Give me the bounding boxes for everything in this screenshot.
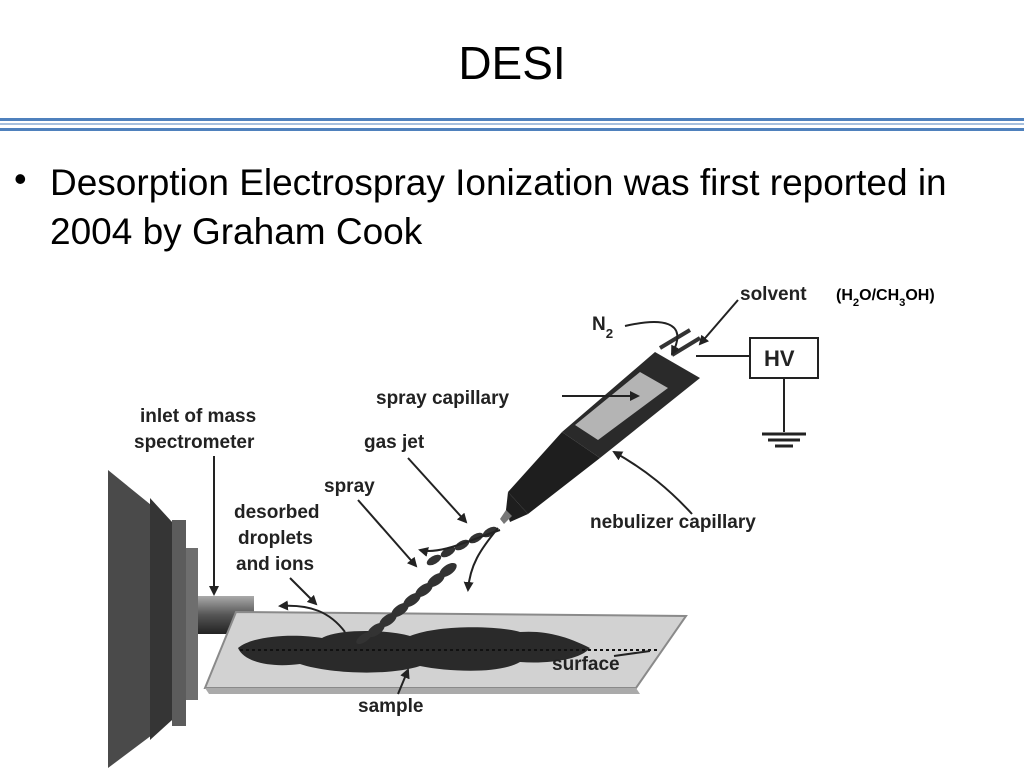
label-solvent-formula: (H2O/CH3OH)	[836, 287, 935, 309]
gas-jet-arrow	[407, 457, 468, 524]
label-spray: spray	[324, 476, 375, 497]
spray-capillary-assembly	[500, 328, 702, 524]
label-n2: N2	[592, 314, 613, 341]
desorbed-arrow	[289, 577, 318, 606]
label-surface: surface	[552, 654, 620, 675]
title-divider	[0, 118, 1024, 121]
label-spray-capillary: spray capillary	[376, 388, 510, 409]
solvent-arrow	[698, 299, 739, 346]
gas-jet-droplets	[426, 526, 498, 566]
label-nebulizer-capillary: nebulizer capillary	[590, 512, 756, 533]
label-gas-jet: gas jet	[364, 432, 425, 453]
label-hv: HV	[764, 346, 795, 371]
label-sample: sample	[358, 696, 423, 717]
gas-flow-arrow	[418, 529, 501, 557]
label-inlet-line2: spectrometer	[134, 432, 255, 453]
spray-flow-arrow	[463, 527, 499, 592]
nebulizer-arrow	[612, 451, 693, 515]
bullet-text: Desorption Electrospray Ionization was f…	[50, 162, 947, 252]
title-divider-light	[0, 123, 1024, 125]
label-desorbed-line2: droplets	[238, 528, 313, 549]
sample-arrow	[397, 668, 410, 695]
spray-arrow	[357, 499, 418, 568]
desorbed-flow-arrow	[278, 600, 346, 633]
n2-arrow	[624, 321, 681, 356]
label-desorbed-line3: and ions	[236, 554, 314, 575]
slide-title: DESI	[458, 37, 566, 89]
hv-power-supply	[696, 337, 819, 448]
label-inlet-line1: inlet of mass	[140, 406, 256, 427]
bullet-marker: •	[14, 158, 27, 199]
mass-spectrometer	[108, 470, 254, 768]
surface-arrow	[613, 650, 651, 657]
title-divider-bottom	[0, 128, 1024, 131]
label-solvent: solvent	[740, 284, 807, 305]
spray-droplets	[356, 562, 457, 645]
label-desorbed-line1: desorbed	[234, 502, 320, 523]
